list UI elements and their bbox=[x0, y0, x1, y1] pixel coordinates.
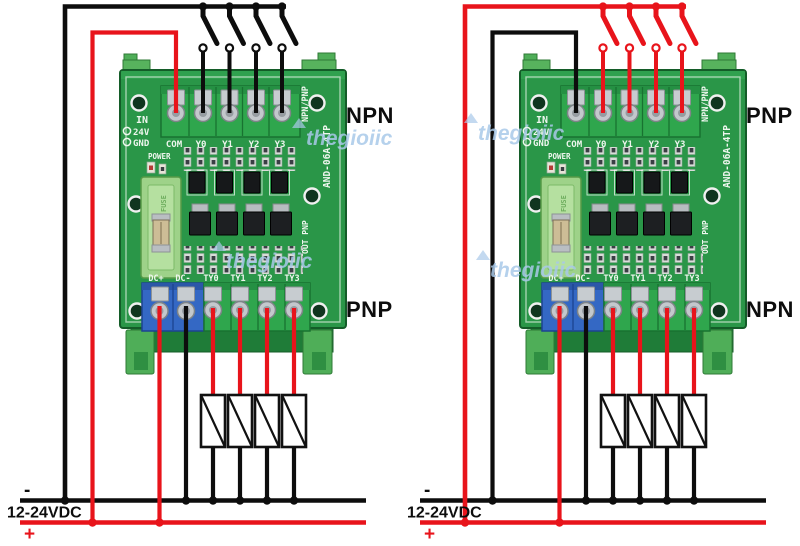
watermark-text: thegioiic bbox=[226, 250, 313, 273]
module-npn-to-pnp: NPN PNP - 12-24VDC + thegioiic thegioiic bbox=[7, 2, 394, 545]
supply-minus-sign: - bbox=[24, 480, 30, 501]
watermark-text: thegioiic bbox=[478, 122, 565, 145]
watermark-text: thegioiic bbox=[490, 259, 577, 282]
module-pnp-to-npn: PNP NPN - 12-24VDC + thegioiic thegioiic bbox=[407, 2, 794, 545]
watermark-logo bbox=[464, 113, 478, 123]
output-type-label: PNP bbox=[346, 297, 393, 322]
watermark-text: thegioiic bbox=[306, 127, 393, 150]
converter-board bbox=[118, 51, 348, 376]
supply-plus-sign: + bbox=[24, 524, 35, 545]
common-positive-wire bbox=[462, 4, 686, 523]
bus-junction-dot bbox=[60, 496, 70, 505]
supply-voltage-label: 12-24VDC bbox=[7, 505, 82, 522]
bus-junction-dot bbox=[88, 518, 97, 527]
supply-minus-sign: - bbox=[424, 480, 430, 501]
watermark-logo bbox=[476, 250, 490, 260]
output-type-label: NPN bbox=[746, 297, 794, 322]
com-negative-wire bbox=[490, 30, 579, 501]
com-positive-wire bbox=[90, 30, 179, 523]
bus-junction-dot bbox=[460, 518, 470, 527]
common-negative-wire bbox=[62, 4, 286, 501]
watermark-logo bbox=[292, 118, 306, 128]
watermark-logo bbox=[212, 241, 226, 251]
converter-board bbox=[518, 51, 748, 376]
input-type-label: PNP bbox=[746, 103, 793, 128]
input-type-label: NPN bbox=[346, 103, 394, 128]
supply-voltage-label: 12-24VDC bbox=[407, 505, 482, 522]
supply-plus-sign: + bbox=[424, 524, 435, 545]
bus-junction-dot bbox=[488, 496, 497, 505]
